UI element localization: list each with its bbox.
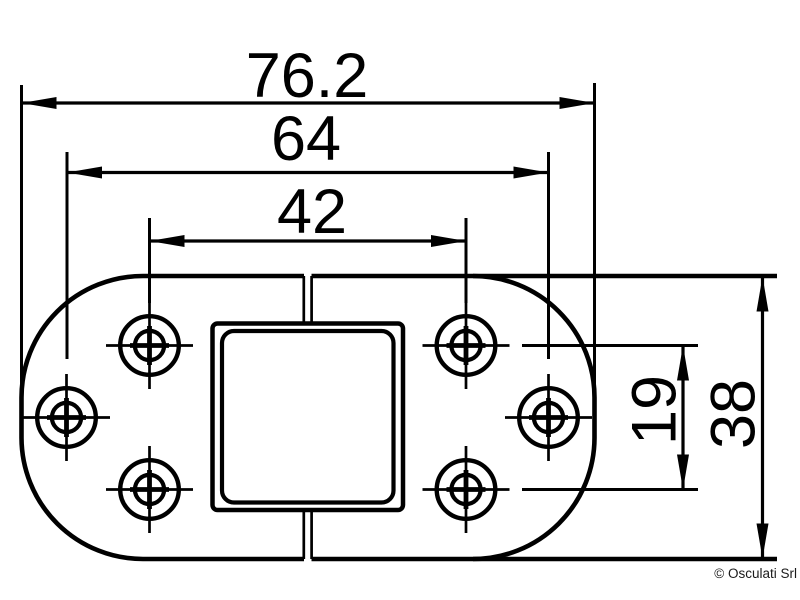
screw-hole-top-left bbox=[106, 302, 193, 389]
arrowhead-left bbox=[21, 97, 57, 109]
knuckle-plate bbox=[210, 321, 406, 513]
arrowhead-right bbox=[513, 166, 549, 179]
dim-overall-height: 38 bbox=[699, 276, 769, 559]
arrowhead-left bbox=[149, 235, 185, 247]
knuckle-outer-rect bbox=[210, 321, 406, 513]
dimension-label-inner-hole-spacing: 42 bbox=[277, 177, 347, 247]
body-right-cap bbox=[472, 273, 597, 562]
dimension-label-vertical-hole-spacing: 19 bbox=[620, 375, 690, 445]
hinge-pin-split bbox=[302, 276, 313, 559]
dim-inner-hole-spacing: 42 bbox=[148, 177, 468, 303]
screw-hole-bottom-left bbox=[106, 446, 193, 533]
screw-hole-bottom-right bbox=[423, 446, 510, 533]
hinge-body-outline bbox=[19, 273, 777, 562]
arrowhead-left bbox=[67, 166, 102, 179]
screw-hole-right-middle bbox=[505, 374, 592, 461]
arrowhead-up bbox=[677, 345, 689, 381]
arrowhead-right bbox=[559, 97, 595, 109]
knuckle-inner-rect bbox=[219, 328, 396, 505]
dim-vertical-hole-spacing: 19 bbox=[522, 344, 698, 491]
arrowhead-down bbox=[677, 454, 689, 490]
screw-hole-left-middle bbox=[23, 374, 110, 461]
dimension-label-outer-hole-spacing: 64 bbox=[271, 104, 341, 174]
arrowhead-down bbox=[756, 523, 769, 559]
body-left-cap bbox=[19, 273, 144, 562]
dim-outer-hole-spacing: 64 bbox=[65, 104, 550, 359]
screw-hole-top-right bbox=[423, 302, 510, 389]
dimension-label-overall-width: 76.2 bbox=[246, 41, 369, 111]
arrowhead-right bbox=[431, 235, 466, 247]
arrowhead-up bbox=[756, 276, 769, 312]
screw-holes bbox=[23, 302, 592, 533]
dimension-label-overall-height: 38 bbox=[699, 379, 769, 449]
dim-overall-width: 76.2 bbox=[20, 41, 596, 396]
copyright-text: © Osculati Srl bbox=[714, 566, 797, 581]
